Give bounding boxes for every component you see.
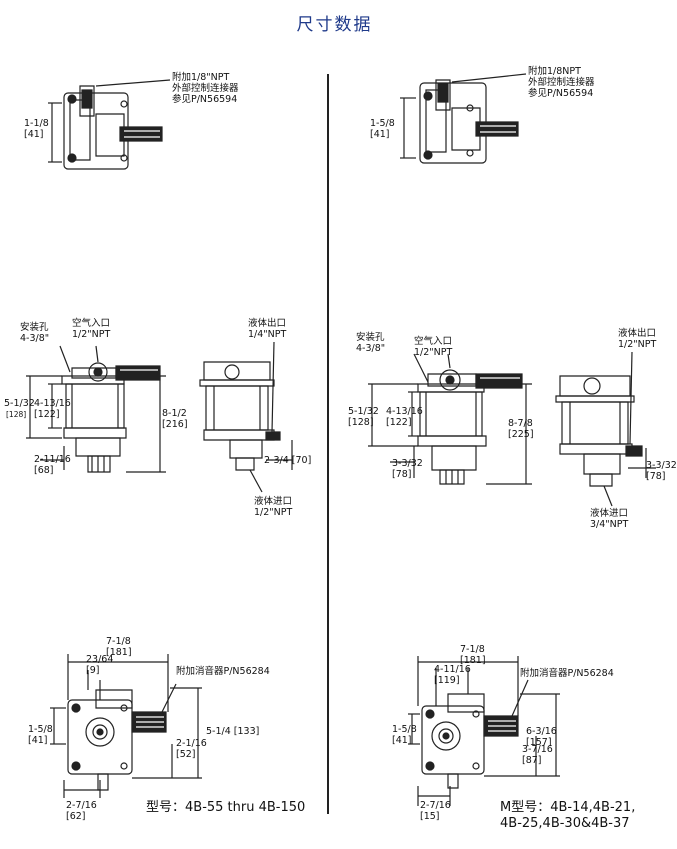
left-dim-5-1-4: 5-1/4 [133] bbox=[206, 726, 260, 737]
right-dim-4-13-16: 4-13/16 [122] bbox=[386, 406, 423, 428]
right-dim-3-7-16: 3-7/16 [87] bbox=[522, 744, 553, 766]
left-dim-2-3-4: 2-3/4 [70] bbox=[264, 455, 312, 466]
left-dim-2-1-16: 2-1/16 [52] bbox=[176, 738, 207, 760]
left-dim-23-64: 23/64 [9] bbox=[86, 654, 114, 676]
left-top-dim-height: 1-1/8 [41] bbox=[24, 118, 49, 140]
right-dim-1-5-8: 1-5/8 [41] bbox=[392, 724, 417, 746]
left-dim-4-13-16: 4-13/16 [122] bbox=[34, 398, 71, 420]
right-air-inlet-label: 空气入口 1/2"NPT bbox=[414, 336, 453, 358]
right-mount-hole-label: 安装孔 4-3/8" bbox=[356, 332, 386, 354]
left-side-view-right bbox=[200, 342, 292, 492]
page-title: 尺寸数据 bbox=[296, 15, 373, 35]
right-fluid-outlet-label: 液体出口 1/2"NPT bbox=[618, 328, 657, 350]
right-fluid-inlet-label: 液体进口 3/4"NPT bbox=[590, 508, 629, 530]
right-dim-5-1-32: 5-1/32 [128] bbox=[348, 406, 379, 428]
right-dim-3-3-32-right: 3-3/32 [78] bbox=[646, 460, 677, 482]
right-dim-2-7-16: 2-7/16 [15] bbox=[420, 800, 451, 822]
left-side-view-front bbox=[26, 346, 166, 472]
right-side-view-right bbox=[556, 352, 656, 506]
right-top-view-drawing bbox=[400, 74, 526, 163]
left-dim-2-11-16: 2-11/16 [68] bbox=[34, 454, 71, 476]
left-air-inlet-label: 空气入口 1/2"NPT bbox=[72, 318, 111, 340]
column-divider bbox=[327, 74, 329, 814]
left-top-view-drawing bbox=[48, 80, 170, 169]
left-dim-7-1-8: 7-1/8 [181] bbox=[106, 636, 132, 658]
left-mount-hole-label: 安装孔 4-3/8" bbox=[20, 322, 50, 344]
right-dim-4-11-16: 4-11/16 [119] bbox=[434, 664, 471, 686]
left-model-caption: 型号：4B-55 thru 4B-150 bbox=[146, 800, 306, 815]
right-side-view-front bbox=[368, 354, 532, 484]
left-dim-5-1-32-mm: [128] bbox=[6, 410, 27, 419]
left-connector-note: 附加1/8"NPT 外部控制连接器 参见P/N56594 bbox=[172, 72, 239, 105]
left-dim-1-5-8: 1-5/8 [41] bbox=[28, 724, 53, 746]
left-fluid-inlet-label: 液体进口 1/2"NPT bbox=[254, 496, 293, 518]
right-muffler-label: 附加消音器P/N56284 bbox=[520, 668, 614, 679]
right-dim-7-1-8: 7-1/8 [181] bbox=[460, 644, 486, 666]
left-fluid-outlet-label: 液体出口 1/4"NPT bbox=[248, 318, 287, 340]
right-bottom-view-drawing bbox=[408, 656, 560, 806]
right-dim-6-3-16: 6-3/16 [157] bbox=[526, 726, 557, 748]
right-dim-3-3-32: 3-3/32 [78] bbox=[392, 458, 423, 480]
left-dim-8-1-2: 8-1/2 [216] bbox=[162, 408, 188, 430]
right-connector-note: 附加1/8NPT 外部控制连接器 参见P/N56594 bbox=[528, 66, 595, 99]
right-top-dim-height: 1-5/8 [41] bbox=[370, 118, 395, 140]
left-dim-2-7-16: 2-7/16 [62] bbox=[66, 800, 97, 822]
right-dim-8-7-8: 8-7/8 [225] bbox=[508, 418, 534, 440]
right-model-caption: M型号：4B-14,4B-21, 4B-25,4B-30&4B-37 bbox=[500, 800, 636, 831]
left-bottom-view-drawing bbox=[50, 654, 202, 798]
left-dim-5-1-32: 5-1/32 bbox=[4, 398, 35, 409]
left-muffler-label: 附加消音器P/N56284 bbox=[176, 666, 270, 677]
